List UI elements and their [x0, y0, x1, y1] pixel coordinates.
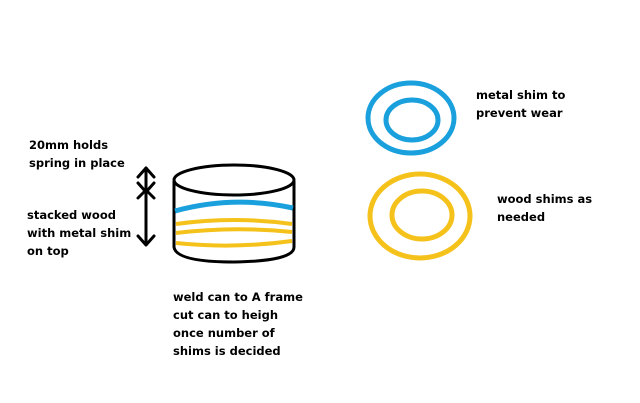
- arrowhead-down: [136, 234, 156, 247]
- metal-shim-stripe: [174, 199, 294, 214]
- label-line: weld can to A frame: [173, 290, 303, 304]
- label-line: on top: [27, 244, 69, 258]
- label-line: shims is decided: [173, 344, 281, 358]
- label-20mm-holds-spring: 20mm holds spring in place: [29, 136, 125, 172]
- arrowhead-up: [136, 166, 156, 179]
- can: [172, 163, 296, 264]
- wood-shim-ring: [367, 171, 473, 261]
- dimension-arrows: [136, 166, 156, 247]
- label-line: cut can to heigh: [173, 308, 279, 322]
- label-line: prevent wear: [476, 106, 563, 120]
- label-line: 20mm holds: [29, 138, 109, 152]
- wood-shim-stripe: [175, 227, 293, 235]
- can-top-rim: [172, 163, 296, 197]
- label-metal-shim: metal shim to prevent wear: [476, 86, 565, 122]
- wood-shim-outer: [367, 171, 473, 261]
- label-line: with metal shim: [27, 226, 132, 240]
- label-line: wood shims as: [497, 192, 593, 206]
- label-stacked-wood: stacked wood with metal shim on top: [27, 206, 131, 260]
- metal-shim-ring: [365, 80, 457, 156]
- label-line: spring in place: [29, 156, 125, 170]
- wood-shim-inner: [389, 188, 455, 242]
- label-line: needed: [497, 210, 546, 224]
- label-line: metal shim to: [476, 88, 566, 102]
- can-body-outline: [172, 181, 296, 264]
- label-line: once number of: [173, 326, 275, 340]
- metal-shim-outer: [365, 80, 457, 156]
- wood-shim-stripe: [175, 239, 293, 248]
- metal-shim-inner: [383, 97, 441, 143]
- label-line: stacked wood: [27, 208, 116, 222]
- label-wood-shims: wood shims as needed: [497, 190, 592, 226]
- wood-shim-stripe: [175, 218, 293, 226]
- label-weld-can: weld can to A frame cut can to heigh onc…: [173, 288, 303, 360]
- arrowhead-up-stacked: [136, 188, 156, 200]
